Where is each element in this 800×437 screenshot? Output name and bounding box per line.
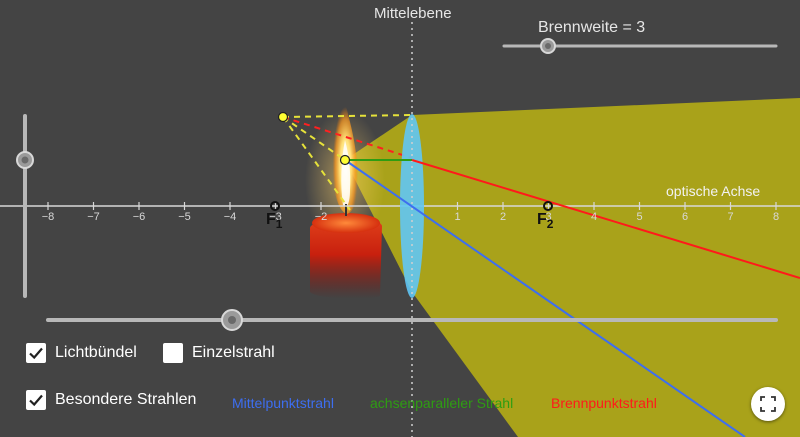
f1-letter: F xyxy=(266,211,276,228)
axis-tick-label: −5 xyxy=(178,211,191,223)
f2-subscript: 2 xyxy=(546,217,554,232)
axis-tick-marks xyxy=(47,202,777,210)
axis-tick-label: −4 xyxy=(223,211,237,223)
axis-tick-label: −3 xyxy=(269,211,282,223)
brennweite-label: Brennweite = 3 xyxy=(538,19,646,36)
checkbox-lichtbuendel[interactable]: Lichtbündel xyxy=(26,343,137,363)
checkbox-einzelstrahl[interactable]: Einzelstrahl xyxy=(163,343,275,363)
construction-line-mid xyxy=(282,116,346,161)
axis-tick-label: 7 xyxy=(727,211,734,223)
ray-origin-point[interactable] xyxy=(339,154,351,166)
axis-tick-label: 6 xyxy=(681,211,689,223)
axis-tick-label: −6 xyxy=(132,211,146,223)
candle-object xyxy=(305,95,385,299)
light-bundle xyxy=(345,98,800,437)
checkbox-label: Einzelstrahl xyxy=(192,344,275,361)
object-tip-point[interactable] xyxy=(277,111,289,123)
axis-tick-label: 8 xyxy=(772,211,780,223)
legend-brennpunktstrahl: Brennpunktstrahl xyxy=(551,395,657,411)
axis-tick-label: 1 xyxy=(454,211,461,223)
axis-tick-label: 2 xyxy=(499,211,507,223)
focal-ray xyxy=(411,159,800,279)
checkbox-label: Lichtbündel xyxy=(55,344,137,361)
focal-point-f2 xyxy=(543,201,553,211)
central-ray xyxy=(344,159,746,437)
f2-letter: F xyxy=(537,211,547,228)
legend-achsenparalleler-strahl: achsenparalleler Strahl xyxy=(370,395,514,411)
mittelebene-label: Mittelebene xyxy=(374,5,452,22)
check-icon xyxy=(29,394,43,407)
legend-mittelpunktstrahl: Mittelpunktstrahl xyxy=(232,395,334,411)
f1-subscript: 1 xyxy=(275,217,283,232)
axis-tick-label: −8 xyxy=(41,211,55,223)
vertical-slider-handle-dot xyxy=(21,156,29,164)
axis-tick-label: 5 xyxy=(636,211,643,223)
checkbox-box[interactable] xyxy=(26,390,46,410)
check-icon xyxy=(29,347,43,360)
checkbox-label: Besondere Strahlen xyxy=(55,391,197,408)
axis-tick-label: 4 xyxy=(590,211,598,223)
fullscreen-icon xyxy=(760,396,776,412)
horizontal-slider-handle-dot xyxy=(228,316,236,324)
construction-line-low xyxy=(282,116,351,211)
f1-label: F1 xyxy=(266,211,282,231)
checkbox-besondere-strahlen[interactable]: Besondere Strahlen xyxy=(26,390,196,410)
focal-ray-extension xyxy=(282,116,413,159)
axis-tick-label: 3 xyxy=(545,211,552,223)
checkbox-box[interactable] xyxy=(163,343,183,363)
axis-tick-label: −7 xyxy=(87,211,100,223)
focal-point-f1 xyxy=(270,201,280,211)
fullscreen-button[interactable] xyxy=(751,387,785,421)
brennweite-slider-handle-dot xyxy=(545,43,551,49)
f2-label: F2 xyxy=(537,211,553,231)
optical-axis-label: optische Achse xyxy=(666,183,761,199)
checkbox-box[interactable] xyxy=(26,343,46,363)
axis-tick-label: −2 xyxy=(314,211,328,223)
